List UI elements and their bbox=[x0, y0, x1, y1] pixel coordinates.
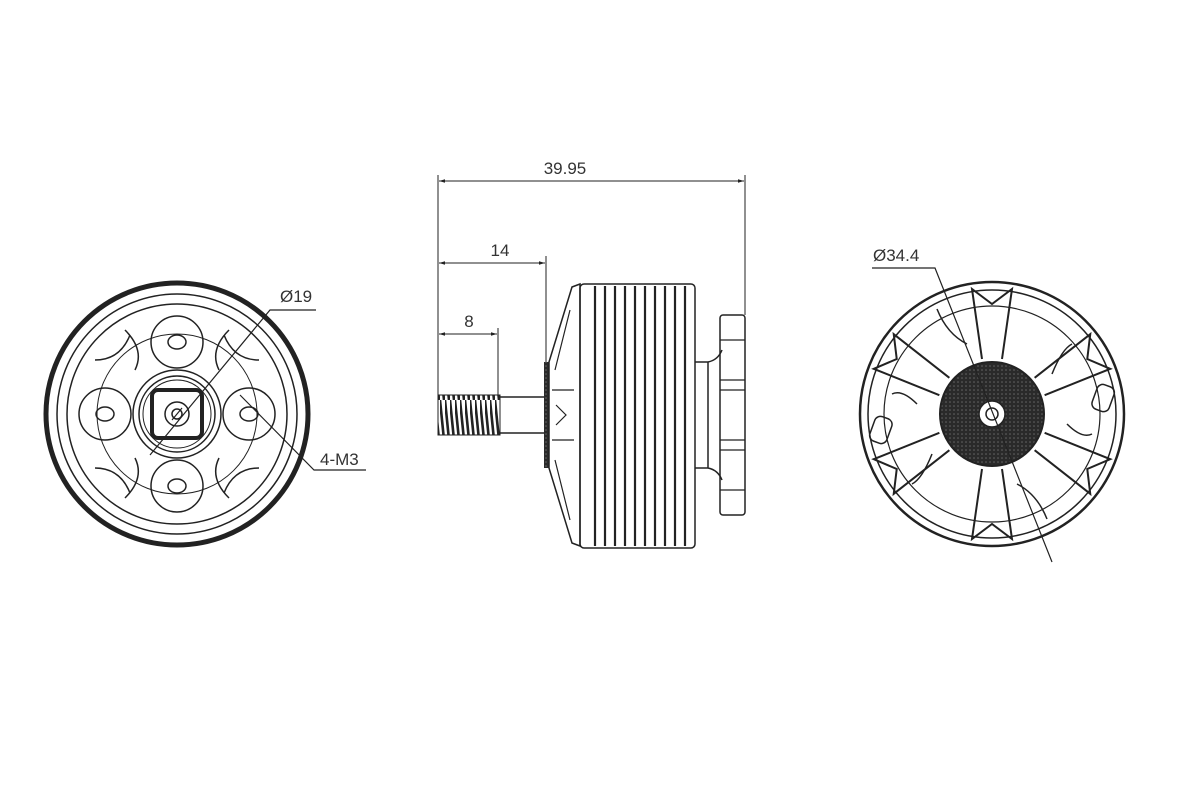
shaft-length-label: 14 bbox=[491, 241, 510, 260]
mount-base bbox=[719, 314, 746, 516]
diameter-34-leader bbox=[872, 267, 1053, 563]
diameter-19-leader bbox=[149, 309, 316, 456]
overall-length-label: 39.95 bbox=[544, 159, 587, 178]
side-view: 39.95 14 8 bbox=[437, 159, 746, 549]
front-view: Ø19 4-M3 bbox=[43, 280, 366, 548]
diameter-34-label: Ø34.4 bbox=[873, 246, 919, 265]
mount-holes-leader bbox=[239, 394, 366, 471]
shaft-thread bbox=[437, 394, 501, 436]
motor-bell bbox=[579, 283, 696, 549]
rear-view: Ø34.4 bbox=[858, 246, 1126, 563]
diameter-19-label: Ø19 bbox=[280, 287, 312, 306]
thread-length-label: 8 bbox=[464, 312, 473, 331]
mount-holes-label: 4-M3 bbox=[320, 450, 359, 469]
